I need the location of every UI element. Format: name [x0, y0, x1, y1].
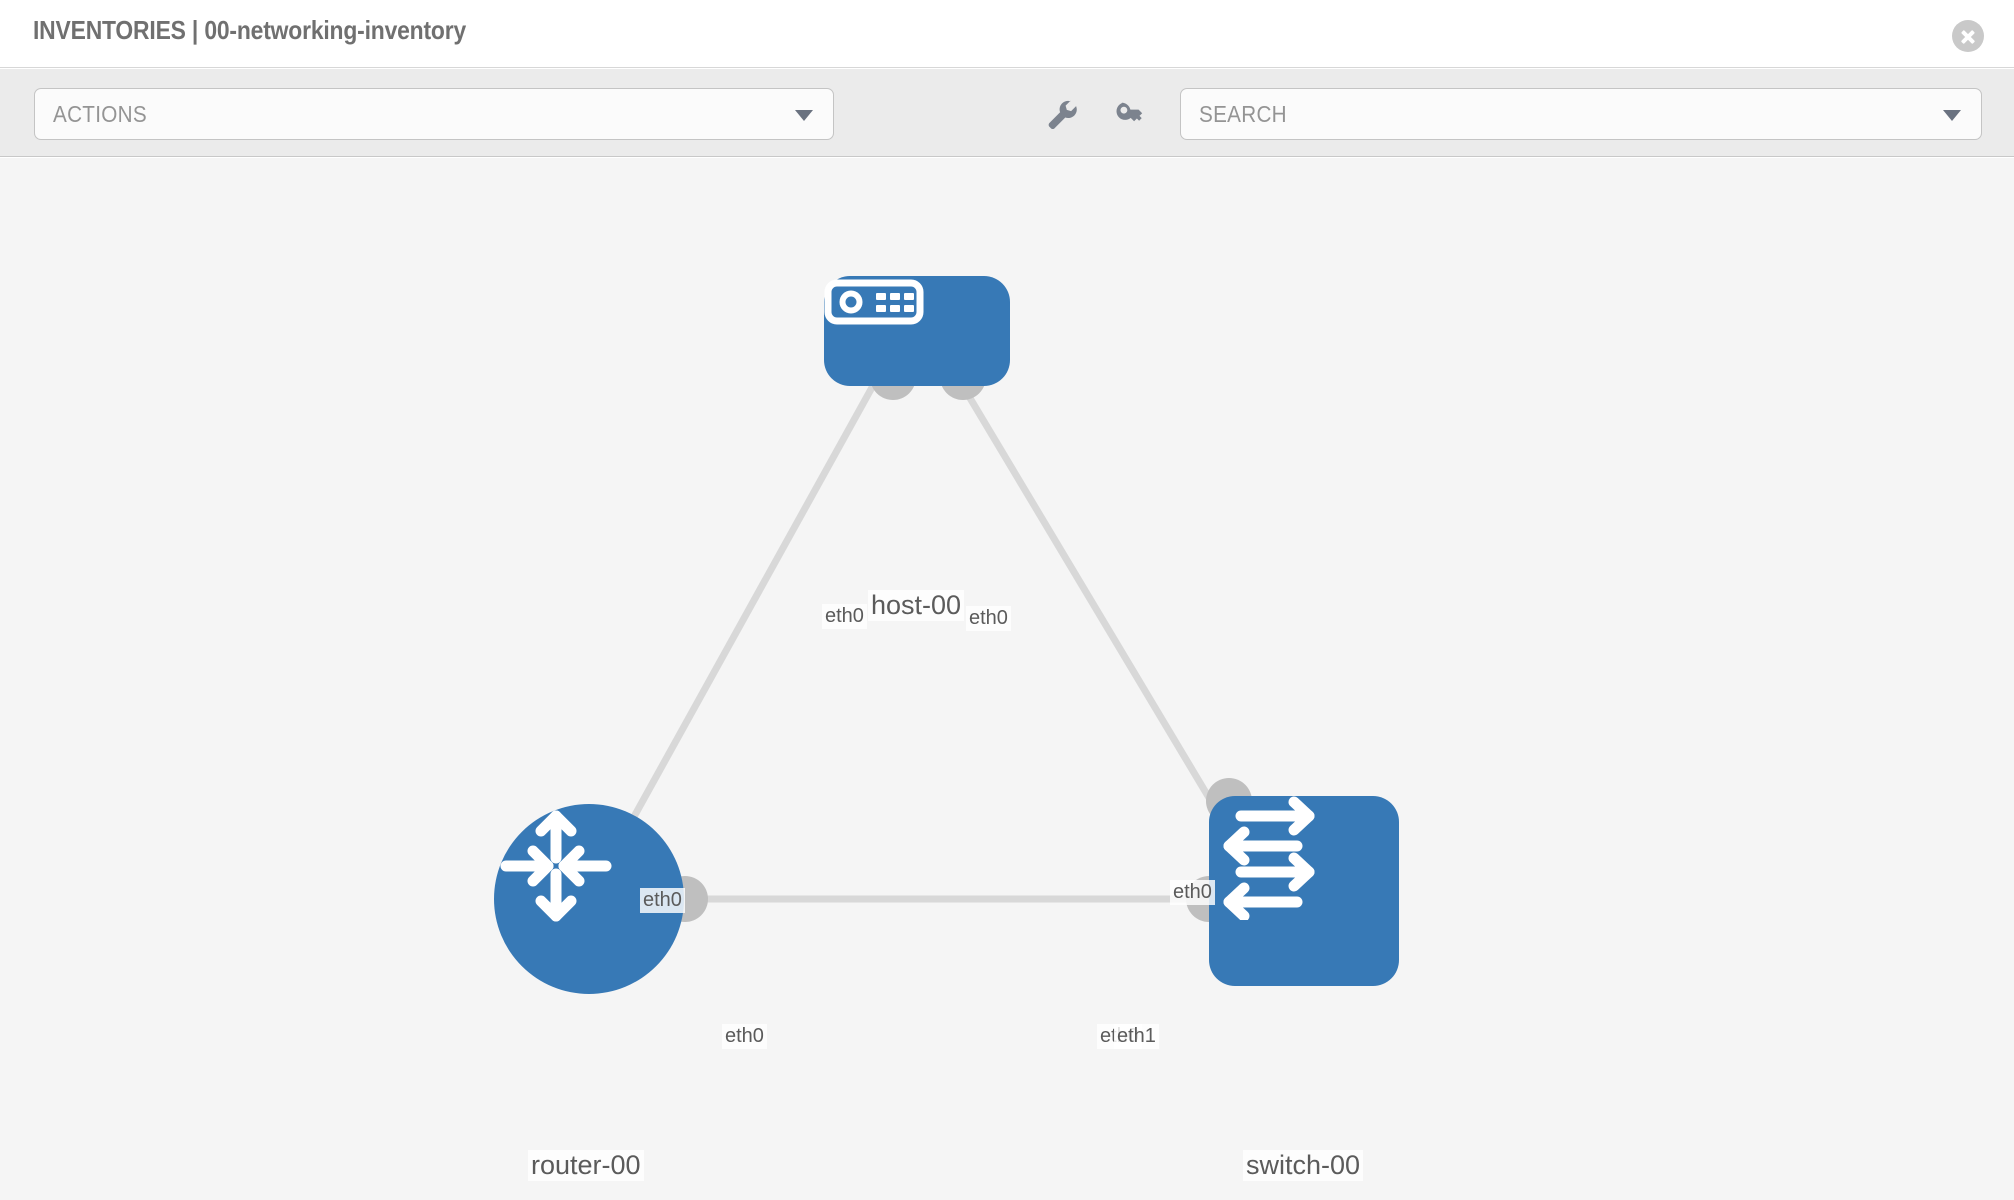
page-title: INVENTORIES | 00-networking-inventory: [33, 15, 467, 45]
node-label-switch-00: switch-00: [1243, 1150, 1364, 1181]
edge-host-switch: [951, 371, 1249, 860]
search-input-placeholder: SEARCH: [1199, 100, 1287, 127]
topology-edges: [596, 371, 1249, 903]
chevron-down-icon: [795, 110, 813, 121]
server-device-icon: [824, 279, 924, 325]
node-host-00[interactable]: [824, 276, 1010, 386]
node-label-router-00: router-00: [528, 1150, 644, 1181]
chevron-down-icon: [1943, 110, 1961, 121]
node-switch-00[interactable]: [1209, 796, 1399, 986]
edge-label-host-switch-far: eth0: [1170, 880, 1215, 905]
search-dropdown[interactable]: SEARCH: [1180, 88, 1982, 140]
page-header: INVENTORIES | 00-networking-inventory: [0, 0, 2014, 68]
key-icon[interactable]: [1112, 97, 1148, 133]
edge-label-host-switch-near: eth0: [966, 606, 1011, 631]
router-arrows-icon: [500, 810, 612, 922]
switch-arrows-icon: [1223, 796, 1315, 920]
node-label-host-00: host-00: [868, 590, 965, 621]
edge-label-router-switch-right: eth1: [1114, 1024, 1159, 1049]
edge-label-router-switch-left: eth0: [722, 1024, 767, 1049]
edge-label-host-router-near: eth0: [822, 604, 867, 629]
toolbar: ACTIONS SEARCH: [0, 69, 2014, 157]
edge-host-router: [596, 371, 884, 880]
topology-canvas[interactable]: host-00 router-00 switch-00 eth0 eth0 et…: [0, 158, 2014, 1200]
actions-dropdown-label: ACTIONS: [53, 100, 147, 127]
actions-dropdown[interactable]: ACTIONS: [34, 88, 834, 140]
close-icon[interactable]: [1952, 20, 1984, 52]
edge-label-host-router-far: eth0: [640, 888, 685, 913]
wrench-icon[interactable]: [1044, 97, 1080, 133]
